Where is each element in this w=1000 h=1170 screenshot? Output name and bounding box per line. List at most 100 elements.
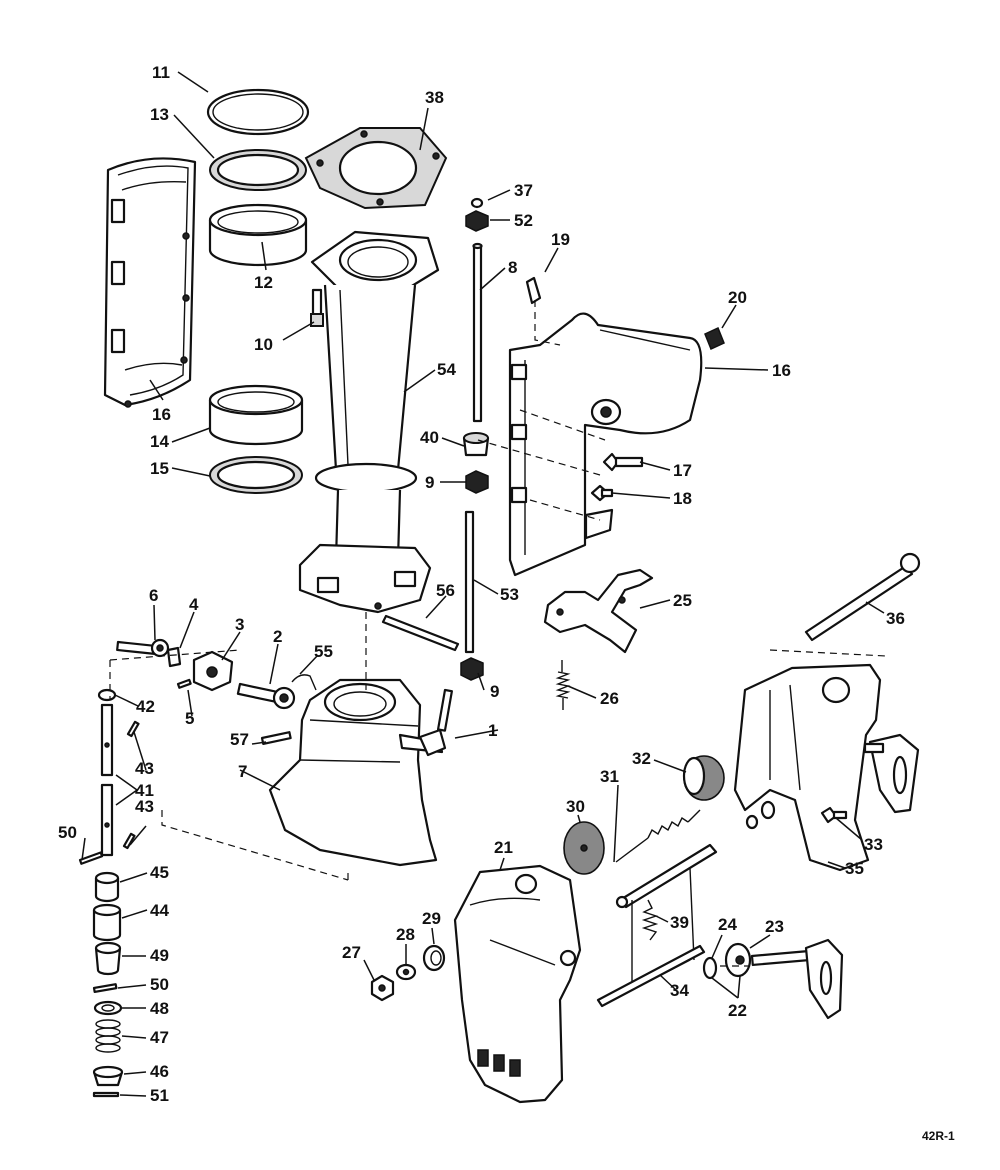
callout-24: 24 xyxy=(718,915,737,934)
callout-38: 38 xyxy=(425,88,444,107)
part-46-cup xyxy=(92,1065,124,1087)
part-3-connector xyxy=(192,650,234,692)
part-41-shaft xyxy=(100,703,114,857)
callout-1: 1 xyxy=(488,721,497,740)
part-44-sleeve xyxy=(92,903,122,942)
part-35-stern-bracket xyxy=(733,663,920,872)
callout-51: 51 xyxy=(150,1086,169,1105)
part-12-bushing xyxy=(208,203,308,267)
part-14-bushing xyxy=(208,384,304,446)
part-54-exhaust-housing xyxy=(298,230,440,614)
callout-47: 47 xyxy=(150,1028,169,1047)
part-17-screw xyxy=(602,452,644,472)
callout-10: 10 xyxy=(254,335,273,354)
part-47-spring xyxy=(95,1019,121,1053)
callout-56: 56 xyxy=(436,581,455,600)
part-25-clamp xyxy=(543,568,654,654)
callout-54: 54 xyxy=(437,360,456,379)
part-56-pin xyxy=(381,614,460,652)
part-4-clip xyxy=(166,646,182,668)
callout-34: 34 xyxy=(670,981,689,1000)
part-52-nut xyxy=(465,210,489,232)
part-1-lever xyxy=(418,688,453,757)
callout-43: 43 xyxy=(135,797,154,816)
callout-4: 4 xyxy=(189,595,199,614)
part-36-pivot-shaft xyxy=(804,552,921,642)
part-7-lower-housing xyxy=(268,678,444,867)
callout-20: 20 xyxy=(728,288,747,307)
callout-19: 19 xyxy=(551,230,570,249)
part-5-pin xyxy=(176,678,192,689)
callout-8: 8 xyxy=(508,258,517,277)
callout-12: 12 xyxy=(254,273,273,292)
part-31-spring xyxy=(615,809,701,863)
part-40-connector xyxy=(462,432,490,457)
callout-39: 39 xyxy=(670,913,689,932)
callout-9: 9 xyxy=(425,473,434,492)
part-27-nut xyxy=(370,974,395,1002)
part-19-clip xyxy=(525,276,542,305)
callout-3: 3 xyxy=(235,615,244,634)
callout-40: 40 xyxy=(420,428,439,447)
callout-16: 16 xyxy=(772,361,791,380)
part-11-o-ring xyxy=(206,88,310,136)
figure-code: 42R-1 xyxy=(922,1129,955,1143)
callout-31: 31 xyxy=(600,767,619,786)
callout-28: 28 xyxy=(396,925,415,944)
callout-35: 35 xyxy=(845,859,864,878)
part-20-set-screw xyxy=(704,326,725,351)
part-15-seal-ring xyxy=(209,456,303,494)
callout-46: 46 xyxy=(150,1062,169,1081)
callout-18: 18 xyxy=(673,489,692,508)
callout-30: 30 xyxy=(566,797,585,816)
part-50-pin-a xyxy=(78,851,104,865)
callout-55: 55 xyxy=(314,642,333,661)
part-24-washer xyxy=(702,956,718,980)
part-55-clip xyxy=(291,674,317,691)
callout-7: 7 xyxy=(238,762,247,781)
part-42-washer xyxy=(97,688,117,702)
callout-33: 33 xyxy=(864,835,883,854)
part-13-seal-ring xyxy=(209,149,307,191)
part-6-pin xyxy=(116,638,170,658)
part-50-pin-b xyxy=(92,983,118,994)
part-10-screw xyxy=(310,288,324,327)
part-30-friction-disc xyxy=(563,821,605,875)
callout-labels: 11 13 38 12 10 16 14 15 54 37 52 19 8 20… xyxy=(58,63,905,1105)
part-23-thumb-screw xyxy=(724,938,844,1020)
part-2-eyebolt xyxy=(236,682,296,710)
callout-22: 22 xyxy=(728,1001,747,1020)
part-33-screw xyxy=(820,806,848,824)
part-57-pin xyxy=(260,731,292,745)
callout-49: 49 xyxy=(150,946,169,965)
part-32-knob xyxy=(682,755,725,801)
callout-52: 52 xyxy=(514,211,533,230)
callout-42: 42 xyxy=(136,697,155,716)
callout-45: 45 xyxy=(150,863,169,882)
part-45-bushing xyxy=(94,871,120,903)
part-51-pin xyxy=(92,1091,120,1098)
callout-29: 29 xyxy=(422,909,441,928)
part-16-swivel-bracket xyxy=(508,312,703,577)
callout-25: 25 xyxy=(673,591,692,610)
callout-50: 50 xyxy=(150,975,169,994)
part-48-washer xyxy=(93,1000,123,1016)
part-28-washer xyxy=(395,963,417,981)
callout-21: 21 xyxy=(494,838,513,857)
callout-14: 14 xyxy=(150,432,169,451)
part-34-tilt-lever xyxy=(596,843,718,1008)
part-53-rod xyxy=(464,510,475,654)
callout-44: 44 xyxy=(150,901,169,920)
callout-53: 53 xyxy=(500,585,519,604)
part-49-cap xyxy=(94,941,122,976)
callout-48: 48 xyxy=(150,999,169,1018)
part-18-screw xyxy=(590,484,614,502)
callout-27: 27 xyxy=(342,943,361,962)
callout-11: 11 xyxy=(152,63,170,82)
callout-15: 15 xyxy=(150,459,169,478)
part-16-exhaust-cover xyxy=(103,157,197,408)
callout-57: 57 xyxy=(230,730,249,749)
part-43-pin-b xyxy=(122,832,136,850)
part-37-ball xyxy=(470,197,484,209)
part-38-gasket xyxy=(304,127,448,210)
